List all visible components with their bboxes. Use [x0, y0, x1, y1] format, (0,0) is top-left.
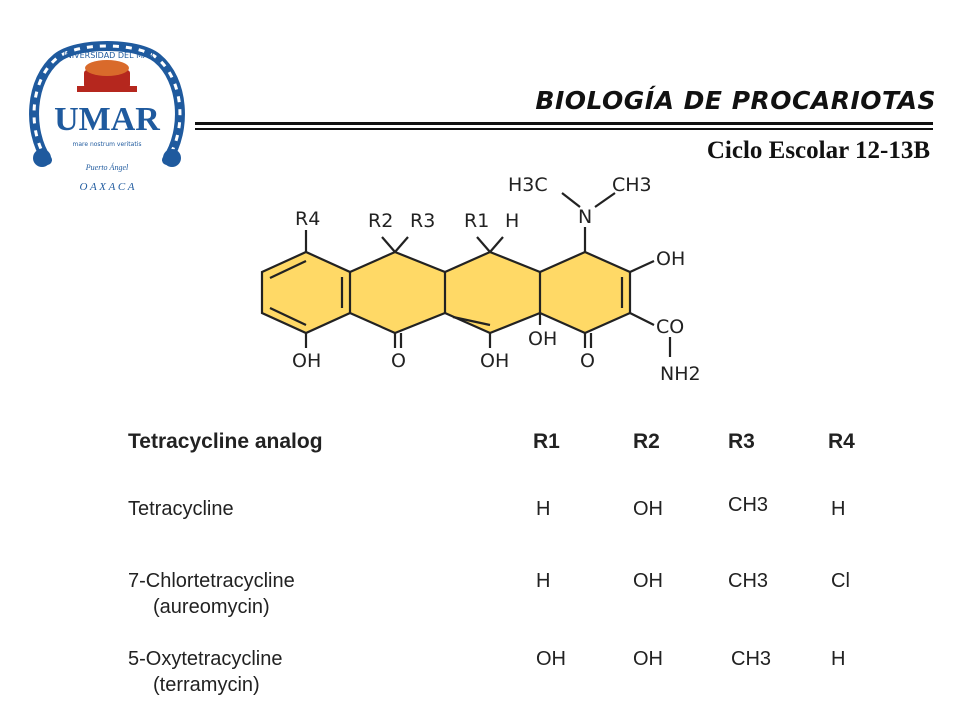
svg-text:R2: R2 [368, 210, 393, 232]
row-r3: CH3 [731, 648, 772, 670]
tetracycline-structure: R4 R2 R3 R1 H N H3C CH3 OH CO NH2 OH O O… [240, 165, 740, 400]
svg-text:NH2: NH2 [660, 363, 701, 385]
svg-text:R4: R4 [295, 208, 320, 230]
row-name-alt: (terramycin) [153, 674, 260, 696]
svg-text:O: O [391, 350, 406, 372]
svg-text:CH3: CH3 [612, 174, 652, 196]
row-r2: OH [633, 498, 663, 520]
svg-text:OH: OH [656, 248, 685, 270]
row-r4: H [831, 498, 846, 520]
svg-text:UMAR: UMAR [54, 101, 160, 138]
header-rule-thin [195, 128, 933, 130]
row-name-alt: (aureomycin) [153, 596, 270, 618]
svg-text:R1: R1 [464, 210, 489, 232]
svg-text:OH: OH [480, 350, 509, 372]
col-header-r4: R4 [828, 430, 855, 453]
svg-text:OH: OH [292, 350, 321, 372]
row-r4: H [831, 648, 846, 670]
col-header-analog: Tetracycline analog [128, 430, 323, 453]
svg-text:UNIVERSIDAD DEL MAR: UNIVERSIDAD DEL MAR [60, 51, 155, 60]
row-r4: Cl [831, 570, 850, 592]
ring-a [540, 252, 630, 333]
col-header-r1: R1 [533, 430, 560, 453]
ring-b [445, 252, 540, 333]
course-cycle: Ciclo Escolar 12-13B [706, 137, 930, 164]
university-logo: UNIVERSIDAD DEL MAR UMAR mare nostrum ve… [22, 30, 192, 195]
row-r1: OH [536, 648, 566, 670]
tetracycline-analog-table: Tetracycline analog R1 R2 R3 R4 Tetracyc… [128, 420, 888, 710]
ring-d [262, 252, 350, 333]
tetracycline-structure-diagram: R4 R2 R3 R1 H N H3C CH3 OH CO NH2 OH O O… [260, 174, 701, 385]
svg-text:OH: OH [528, 328, 557, 350]
svg-text:H3C: H3C [508, 174, 548, 196]
row-name: 7-Chlortetracycline [128, 570, 295, 592]
row-name: 5-Oxytetracycline [128, 648, 283, 670]
svg-text:H: H [505, 210, 519, 232]
svg-text:O: O [580, 350, 595, 372]
svg-text:CO: CO [656, 316, 684, 338]
row-r1: H [536, 570, 551, 592]
row-r2: OH [633, 648, 663, 670]
svg-text:O A X A C A: O A X A C A [80, 181, 135, 193]
svg-text:Puerto Ángel: Puerto Ángel [85, 162, 129, 172]
svg-text:R3: R3 [410, 210, 435, 232]
col-header-r3: R3 [728, 430, 755, 453]
row-r1: H [536, 498, 551, 520]
svg-text:mare nostrum veritatis: mare nostrum veritatis [73, 141, 142, 148]
svg-text:N: N [578, 206, 592, 228]
ring-c [350, 252, 445, 333]
header-rule-thick [195, 122, 933, 125]
row-r2: OH [633, 570, 663, 592]
row-name: Tetracycline [128, 498, 234, 520]
col-header-r2: R2 [633, 430, 660, 453]
row-r3: CH3 [728, 494, 769, 516]
university-seal-icon: UNIVERSIDAD DEL MAR UMAR mare nostrum ve… [29, 41, 185, 193]
page-title: BIOLOGÍA DE PROCARIOTAS [535, 86, 936, 115]
row-r3: CH3 [728, 570, 769, 592]
